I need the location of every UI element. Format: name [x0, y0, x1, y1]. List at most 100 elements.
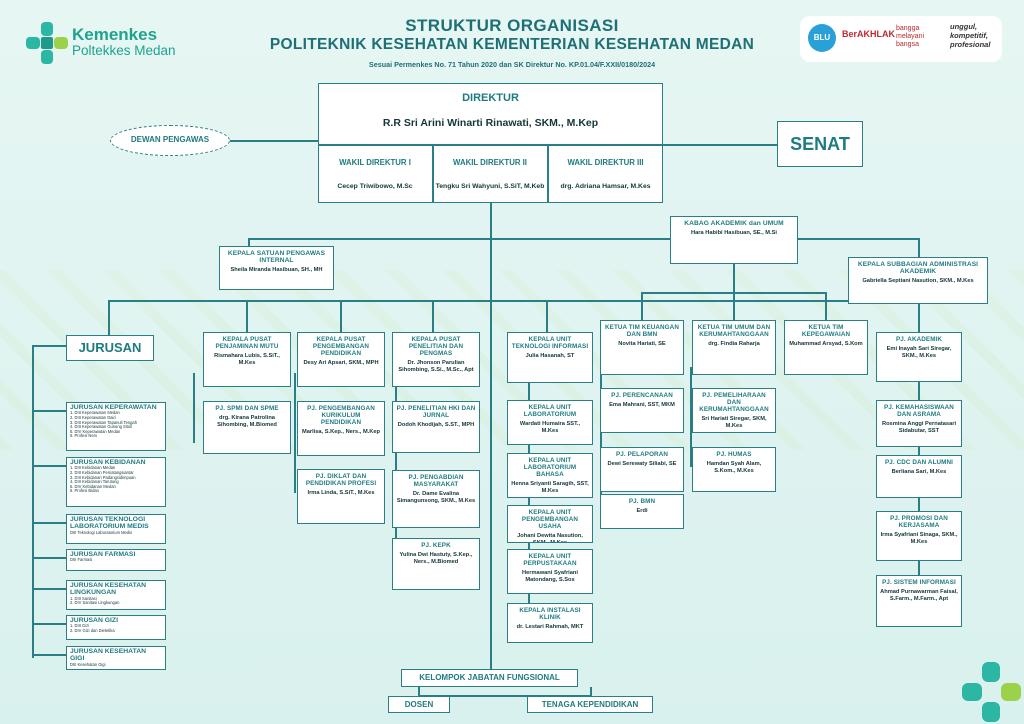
tim3-drop [825, 292, 827, 320]
subbag-box-title: KEPALA SUBBAGIAN ADMINISTRASI AKADEMIK [857, 261, 979, 275]
tim-umum-box-title: KETUA TIM UMUM DAN KERUMAHTANGGAAN [697, 324, 771, 338]
level2-bar [108, 300, 918, 302]
pusat-2-box-name: Desy Ari Apsari, SKM., MPH [303, 360, 379, 366]
wakil-divider-1 [432, 144, 434, 203]
tim-kepegawaian-box-title: KETUA TIM KEPEGAWAIAN [801, 324, 851, 338]
pj-akademik-2-box-title: PJ. KEMAHASISWAAN DAN ASRAMA [884, 404, 954, 418]
wakil-direktur-3-title: WAKIL DIREKTUR III [567, 158, 644, 167]
jurusan-4-programs: DIII Farmasi [70, 557, 93, 563]
jurusan-5-connector [32, 588, 66, 590]
tim1-spine [600, 365, 602, 525]
pj-bmn-box-title: PJ. BMN [628, 498, 656, 505]
pusat-2-box-title: KEPALA PUSAT PENGEMBANGAN PENDIDIKAN [312, 336, 370, 357]
badges-panel: BLU BerAKHLAK bangga melayani bangsa ung… [800, 16, 1002, 62]
pj-kepk-box: PJ. KEPK Yulina Dwi Hastuty, S.Kep., Ners… [392, 538, 480, 590]
unit-drop [546, 300, 548, 332]
pj-akademik-5-box-name: Ahmad Purnawarman Faisal, S.Farm., M.Far… [880, 589, 958, 602]
jurusan-1-programs: 1. DIII Keperawatan Medan 2. DIII Kepera… [70, 410, 137, 439]
pj-humas-box-title: PJ. HUMAS [716, 451, 752, 458]
unit-6-box-name: dr. Lestari Rahmah, MKT [516, 624, 584, 630]
dosen-box: DOSEN [388, 696, 450, 713]
pusat-1-box-name: Rismahara Lubis, S.SiT., M.Kes [214, 353, 280, 366]
bottom-bar [418, 695, 590, 697]
jurusan-5-programs: 1. DIII Sanitasi 2. DIV Sanitasi Lingkun… [70, 595, 120, 606]
kelompok-fungsional-box: KELOMPOK JABATAN FUNGSIONAL [401, 669, 578, 687]
jurusan-3-title: JURUSAN TEKNOLOGI LABORATORIUM MEDIS [70, 516, 149, 531]
tim-umum-box-name: drg. Findia Raharja [708, 341, 760, 347]
pusat2-spine [294, 373, 296, 493]
dosen-drop [418, 687, 420, 696]
kemenkes-logo: Kemenkes Poltekkes Medan [26, 22, 201, 64]
pj-perencanaan-box-title: PJ. PERENCANAAN [611, 392, 673, 399]
pj-pemeliharaan-box-name: Sri Hariati Siregar, SKM, M.Kes [701, 416, 767, 429]
unit-5-box-name: Hermawani Syafriani Matondang, S.Sos [522, 570, 578, 583]
unit-3-box-name: Henna Sriyanti Saragih, SST, M.Kes [511, 481, 589, 494]
jurusan-1-title: JURUSAN KEPERAWATAN [70, 404, 157, 411]
jurusan-header: JURUSAN [66, 335, 154, 361]
jurusan-3-programs: DIII Teknologi Laboratorium Medis [70, 529, 133, 535]
pj-pemeliharaan-box: PJ. PEMELIHARAAN DAN KERUMAHTANGGAAN Sri … [692, 388, 776, 433]
wakil-direktur-1-title: WAKIL DIREKTUR I [339, 158, 411, 167]
blu-badge: BLU [808, 24, 836, 52]
dewan-pengawas: DEWAN PENGAWAS [110, 125, 230, 156]
senat-box: SENAT [777, 121, 863, 167]
dewan-connector [229, 140, 318, 142]
pj-kurikulum-box-title: PJ. PENGEMBANGAN KURIKULUM PENDIDIKAN [307, 405, 375, 426]
pj-penelitian-box-name: Dodoh Khodijah, S.ST., MPH [397, 422, 475, 428]
spi-box-name: Sheila Miranda Hasibuan, SH., MH [230, 267, 323, 273]
tim1-drop [641, 292, 643, 320]
spine-top [490, 203, 491, 204]
jurusan-7-programs: DIII Kesehatan Gigi [70, 661, 106, 667]
wakil-direktur-1-name: Cecep Triwibowo, M.Sc [337, 183, 413, 190]
subbag-bar [733, 238, 918, 240]
unit-5-box: KEPALA UNIT PERPUSTAKAAN Hermawani Syafri… [507, 549, 593, 594]
pj-akademik-1-box-name: Emi Inayah Sari Siregar, SKM., M.Kes [886, 346, 952, 359]
jurusan-2-programs: 1. DIII Kebidanan Medan 2. DIII Kebidana… [70, 465, 136, 494]
spi-box-title: KEPALA SATUAN PENGAWAS INTERNAL [227, 250, 326, 264]
tim2-spine [690, 367, 692, 467]
pj-pengmas-box-title: PJ. PENGABDIAN MASYARAKAT [408, 474, 464, 488]
unit-5-box-title: KEPALA UNIT PERPUSTAKAAN [523, 553, 577, 567]
pj-pemeliharaan-box-title: PJ. PEMELIHARAAN DAN KERUMAHTANGGAAN [699, 392, 769, 413]
page-subtitle: Sesuai Permenkes No. 71 Tahun 2020 dan S… [368, 60, 656, 69]
jurusan-3-connector [32, 522, 66, 524]
jurusan-2-title: JURUSAN KEBIDANAN [70, 459, 146, 466]
jurusan-4-connector [32, 557, 66, 559]
pusat2-drop [340, 300, 342, 332]
kemenkes-logo-icon [26, 22, 68, 64]
direktur-title: DIREKTUR [462, 92, 519, 104]
pj-bmn-box: PJ. BMN Erdi [600, 494, 684, 529]
jurusan-spine [32, 345, 34, 658]
pj-kepk-box-title: PJ. KEPK [421, 542, 451, 549]
kabag-box-name: Hara Habibi Hasibuan, SE., M.Si [691, 230, 777, 236]
pj-kepk-box-name: Yulina Dwi Hastuty, S.Kep., Ners., M.Bio… [399, 552, 473, 565]
wakil-divider-2 [547, 144, 549, 203]
pj-akademik-3-box-title: PJ. CDC DAN ALUMNI [884, 459, 954, 466]
corner-decoration-icon [962, 662, 1021, 722]
jurusan-5-title: JURUSAN KESEHATAN LINGKUNGAN [70, 582, 147, 597]
subbag-drop [918, 238, 920, 257]
tendik-drop [590, 687, 592, 696]
pj-bmn-box-name: Erdi [636, 508, 648, 514]
jurusan-7-title: JURUSAN KESEHATAN GIGI [70, 648, 147, 663]
